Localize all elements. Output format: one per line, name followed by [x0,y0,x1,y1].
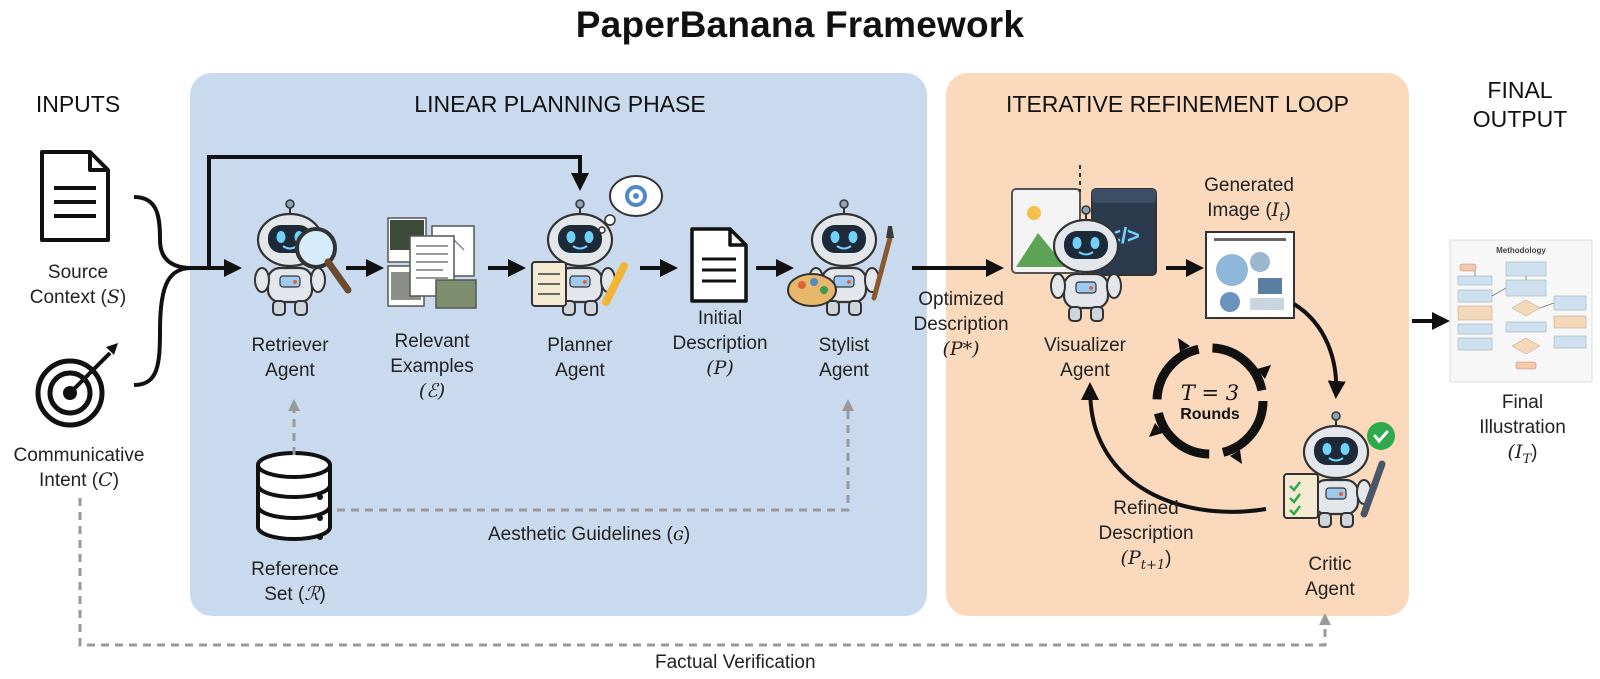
initial-description-icon [690,227,748,303]
relevant-examples-line1: Relevant [394,331,470,352]
generated-image-thumbnail [1205,231,1295,319]
optimized-description-symbol: (P*) [942,338,980,360]
planner-robot-icon [531,198,628,317]
final-illustration-line2: Illustration [1479,417,1566,438]
example-papers-icon [387,217,477,309]
retriever-agent-label: Retriever Agent [240,333,340,383]
document-icon [40,150,110,242]
source-context-line2: Context ( [29,287,107,308]
loop-rounds-label: Rounds [1180,406,1240,423]
aesthetic-guidelines-symbol: ɢ [672,523,684,545]
stylist-agent-label: Stylist Agent [794,333,894,383]
final-output-header: FINAL OUTPUT [1440,76,1600,134]
factual-verification-label: Factual Verification [655,652,816,673]
planner-agent-label: Planner Agent [530,333,630,383]
communicative-intent-close: ) [112,470,120,491]
thought-bubble-icon [598,175,663,234]
relevant-examples-line2: Examples [390,356,474,377]
final-illustration-subscript: T [1522,451,1532,467]
visualizer-agent-line2: Agent [1060,360,1110,381]
critic-agent-line2: Agent [1305,579,1355,600]
final-illustration-thumbnail: Methodology [1449,239,1593,383]
reference-set-symbol: ℛ [304,583,320,605]
aesthetic-guidelines-close: ) [683,524,691,545]
refined-description-close: ) [1165,548,1172,569]
optimized-description-label: Optimized Description (P*) [906,287,1016,362]
generated-image-line2: Image ( [1207,200,1272,221]
retriever-agent-line2: Agent [265,360,315,381]
communicative-intent-line1: Communicative [13,445,145,466]
database-icon [256,451,332,541]
initial-description-line1: Initial [697,308,743,329]
generated-image-label: Generated Image (It) [1190,173,1308,230]
final-output-header-line2: OUTPUT [1472,106,1568,132]
planner-agent-line2: Agent [555,360,605,381]
diagram-title: PaperBanana Framework [575,4,1025,45]
aesthetic-guidelines-label: Aesthetic Guidelines (ɢ) [488,523,690,546]
generated-image-symbol: I [1271,199,1280,221]
final-illustration-symbol: (I [1507,441,1523,463]
refined-description-line2: Description [1098,523,1194,544]
relevant-examples-label: Relevant Examples (ℰ) [382,329,482,404]
refined-description-label: Refined Description (Pt+1) [1081,496,1211,578]
visualizer-agent-line1: Visualizer [1043,335,1127,356]
loop-label: T = 3 Rounds [1160,381,1260,425]
reference-set-label: Reference Set (ℛ) [240,557,350,607]
final-illustration-line1: Final [1501,392,1544,413]
thumbnail-title: Methodology [1496,246,1546,255]
refined-description-symbol: (P [1120,547,1141,569]
stylist-agent-line2: Agent [819,360,869,381]
inputs-header: INPUTS [35,91,121,117]
optimized-description-line1: Optimized [918,289,1004,310]
final-output-header-line1: FINAL [1487,77,1553,103]
generated-image-close: ) [1284,200,1291,221]
final-illustration-label: Final Illustration (IT) [1455,390,1590,472]
source-context-line1: Source [47,262,109,283]
initial-description-label: Initial Description (P) [665,306,775,381]
critic-robot-icon [1283,410,1386,529]
visualizer-agent-label: Visualizer Agent [1030,333,1140,383]
refinement-loop-header: ITERATIVE REFINEMENT LOOP [1006,91,1349,117]
critic-agent-line1: Critic [1308,554,1352,575]
stylist-agent-line1: Stylist [818,335,870,356]
retriever-agent-line1: Retriever [251,335,329,356]
loop-rounds-icon [1149,338,1271,464]
optimized-description-line2: Description [913,314,1009,335]
reference-set-line2: Set ( [264,584,305,605]
generated-image-subscript: t [1279,209,1285,225]
initial-description-line2: Description [672,333,768,354]
refined-description-subscript: t+1 [1140,557,1166,573]
checkmark-badge-icon [1367,422,1395,450]
source-context-label: Source Context (S) [18,260,138,310]
final-illustration-close: ) [1531,442,1538,463]
loop-equation: T = 3 [1180,381,1240,405]
refinement-loop-panel [946,73,1409,616]
target-icon [35,343,118,428]
planning-phase-header: LINEAR PLANNING PHASE [414,91,706,117]
planner-agent-line1: Planner [547,335,613,356]
reference-set-line1: Reference [251,559,339,580]
stylist-robot-icon [787,198,894,317]
relevant-examples-symbol: (ℰ) [418,380,446,402]
initial-description-symbol: (P) [706,357,734,379]
source-context-close: ) [119,287,127,308]
aesthetic-guidelines-text: Aesthetic Guidelines ( [488,524,673,545]
generated-image-line1: Generated [1204,175,1294,196]
communicative-intent-symbol: C [98,469,113,491]
refined-description-line1: Refined [1113,498,1179,519]
retriever-robot-icon [253,198,352,317]
communicative-intent-label: Communicative Intent (C) [4,443,154,493]
communicative-intent-line2: Intent ( [38,470,99,491]
reference-set-close: ) [319,584,326,605]
critic-agent-label: Critic Agent [1280,552,1380,602]
source-context-symbol: S [106,286,120,308]
